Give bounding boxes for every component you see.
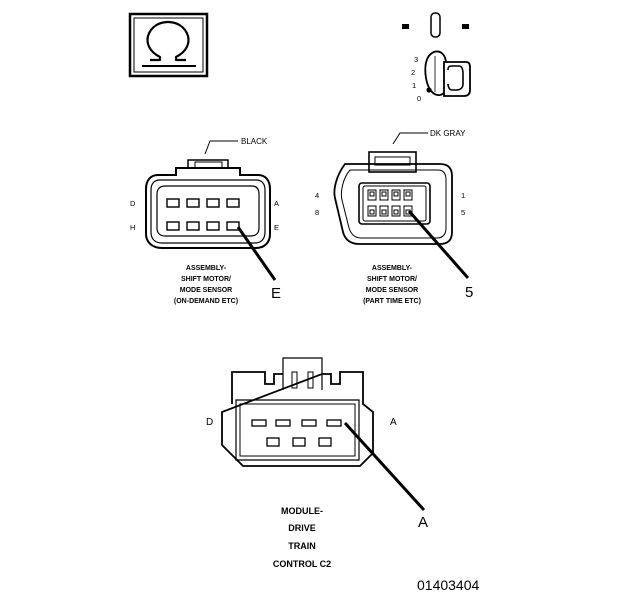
figure-id: 01403404	[417, 577, 480, 593]
pin-label-d: D	[206, 417, 213, 428]
pin-label-a: A	[274, 199, 279, 208]
probe-pin-label: E	[271, 285, 281, 302]
probe-pin-label: 5	[465, 284, 473, 301]
ignition-key-icon	[424, 50, 471, 97]
svg-text:DRIVE: DRIVE	[288, 523, 316, 533]
test-probe	[236, 226, 277, 281]
svg-text:(PART TIME ETC): (PART TIME ETC)	[363, 298, 421, 305]
ignition-switch: 3 2 1 0	[402, 12, 471, 103]
ohmmeter-icon	[142, 20, 196, 67]
svg-text:ASSEMBLY-: ASSEMBLY-	[186, 265, 227, 272]
pin-cavities	[367, 189, 413, 217]
ignition-position-1: 1	[412, 81, 416, 90]
pin-label-a: A	[390, 417, 397, 428]
ignition-slot	[430, 12, 441, 38]
pin-label-d: D	[130, 199, 136, 208]
off-indicator-left	[402, 24, 409, 29]
test-probe	[343, 421, 426, 512]
svg-text:(ON-DEMAND ETC): (ON-DEMAND ETC)	[174, 298, 238, 305]
ignition-position-2: 2	[411, 68, 415, 77]
connector-bottom: D A A MODULE- DRIVE TRAIN CONTROL C2	[206, 357, 428, 569]
svg-text:MODE SENSOR: MODE SENSOR	[180, 287, 233, 294]
pin-label-5: 5	[461, 208, 465, 217]
wire-color-leader	[204, 140, 238, 155]
svg-text:ASSEMBLY-: ASSEMBLY-	[372, 265, 413, 272]
pin-cavities	[251, 419, 342, 447]
pin-label-e: E	[274, 223, 279, 232]
pin-label-8: 8	[315, 208, 319, 217]
ohmmeter-symbol	[128, 12, 209, 78]
off-indicator-right	[462, 24, 469, 29]
svg-text:CONTROL C2: CONTROL C2	[273, 559, 331, 569]
ignition-position-3: 3	[414, 55, 418, 64]
svg-text:SHIFT MOTOR/: SHIFT MOTOR/	[367, 276, 417, 283]
wire-color-leader	[392, 132, 428, 145]
test-probe	[407, 210, 470, 279]
ignition-position-0: 0	[417, 94, 421, 103]
connector-right: DK GRAY 4 8 1 5 5 ASSEMBLY- SHIFT MOT	[315, 129, 473, 305]
wire-color-label: DK GRAY	[430, 129, 466, 138]
probe-pin-label: A	[418, 514, 428, 531]
svg-text:SHIFT MOTOR/: SHIFT MOTOR/	[181, 276, 231, 283]
connector-caption: MODULE- DRIVE TRAIN CONTROL C2	[273, 506, 331, 569]
wire-color-label: BLACK	[241, 137, 268, 146]
svg-text:TRAIN: TRAIN	[288, 541, 316, 551]
pin-label-h: H	[130, 223, 135, 232]
ohmmeter-frame	[128, 12, 209, 78]
svg-text:MODULE-: MODULE-	[281, 506, 323, 516]
svg-text:MODE SENSOR: MODE SENSOR	[366, 287, 419, 294]
connector-left: BLACK D H A E E ASSEMBLY- SHIFT	[130, 137, 281, 305]
pin-cavities	[166, 198, 240, 231]
pin-label-1: 1	[461, 191, 465, 200]
connector-caption: ASSEMBLY- SHIFT MOTOR/ MODE SENSOR (ON-D…	[174, 265, 238, 305]
connector-caption: ASSEMBLY- SHIFT MOTOR/ MODE SENSOR (PART…	[363, 265, 421, 305]
pin-label-4: 4	[315, 191, 319, 200]
